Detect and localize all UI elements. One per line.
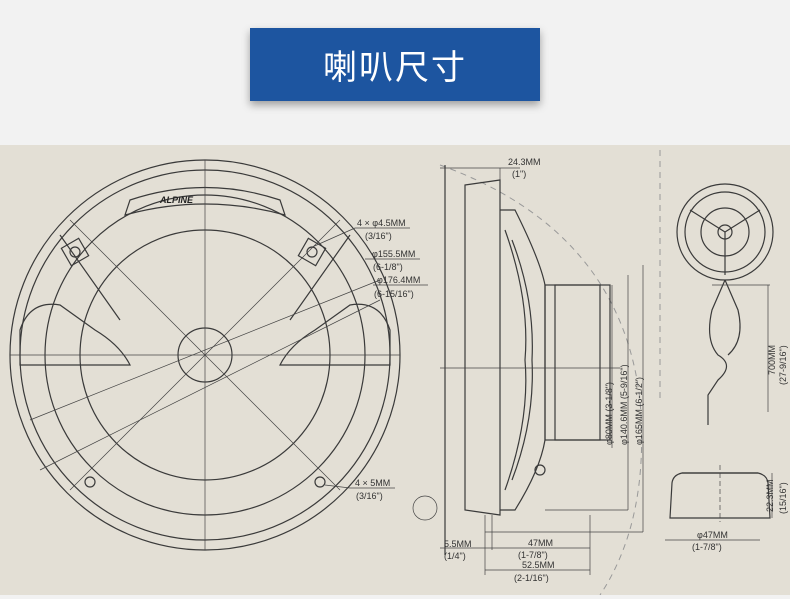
label-slot-in: (3/16"): [356, 491, 383, 501]
label-d155: φ155.5MM: [372, 249, 415, 259]
label-w55: 5.5MM: [444, 539, 472, 549]
label-d155-in: (6-1/8"): [373, 262, 403, 272]
section-title-banner: 喇叭尺寸: [250, 28, 540, 101]
label-holes: 4 × φ4.5MM: [357, 218, 406, 228]
label-w47-in: (1-7/8"): [518, 550, 548, 560]
speaker-side-view: 24.3MM (1") φ80MM (3-1/8") φ140.6MM (5-9…: [440, 157, 644, 583]
label-w47: 47MM: [528, 538, 553, 548]
label-holes-in: (3/16"): [365, 231, 392, 241]
label-height: 22.3MM: [765, 479, 775, 512]
label-cable: 700MM: [767, 345, 777, 375]
label-w55-in: (1/4"): [444, 551, 466, 561]
circle-mark: [412, 495, 438, 521]
label-height-in: (15/16"): [778, 482, 788, 514]
label-d80: φ80MM (3-1/8"): [604, 382, 614, 445]
speaker-front-view: ALPINE: [9, 159, 401, 551]
label-depth-top-in: (1"): [512, 169, 526, 179]
dimension-drawing: ALPINE 4 × φ4.5MM (3/16") φ155.5MM (6-1/…: [0, 145, 790, 596]
label-w525: 52.5MM: [522, 560, 555, 570]
tweeter-front-view: 700MM (27-9/16"): [676, 183, 788, 425]
label-depth-top: 24.3MM: [508, 157, 541, 167]
label-d140: φ140.6MM (5-9/16"): [619, 364, 629, 445]
label-d176-in: (6-15/16"): [374, 289, 414, 299]
label-diam-in: (1-7/8"): [692, 542, 722, 552]
drawing-svg: ALPINE 4 × φ4.5MM (3/16") φ155.5MM (6-1/…: [9, 150, 788, 596]
label-d176: φ176.4MM: [377, 275, 420, 285]
tweeter-side-view: 22.3MM (15/16") φ47MM (1-7/8"): [665, 465, 788, 552]
label-d165: φ165MM (6-1/2"): [634, 377, 644, 445]
label-w525-in: (2-1/16"): [514, 573, 549, 583]
front-view-labels: 4 × φ4.5MM (3/16") φ155.5MM (6-1/8") φ17…: [309, 218, 428, 501]
dashed-arc: [439, 164, 643, 596]
label-cable-in: (27-9/16"): [778, 345, 788, 385]
label-diam: φ47MM: [697, 530, 728, 540]
label-slot: 4 × 5MM: [355, 478, 390, 488]
brand-logo: ALPINE: [159, 195, 194, 205]
section-title: 喇叭尺寸: [323, 48, 467, 88]
